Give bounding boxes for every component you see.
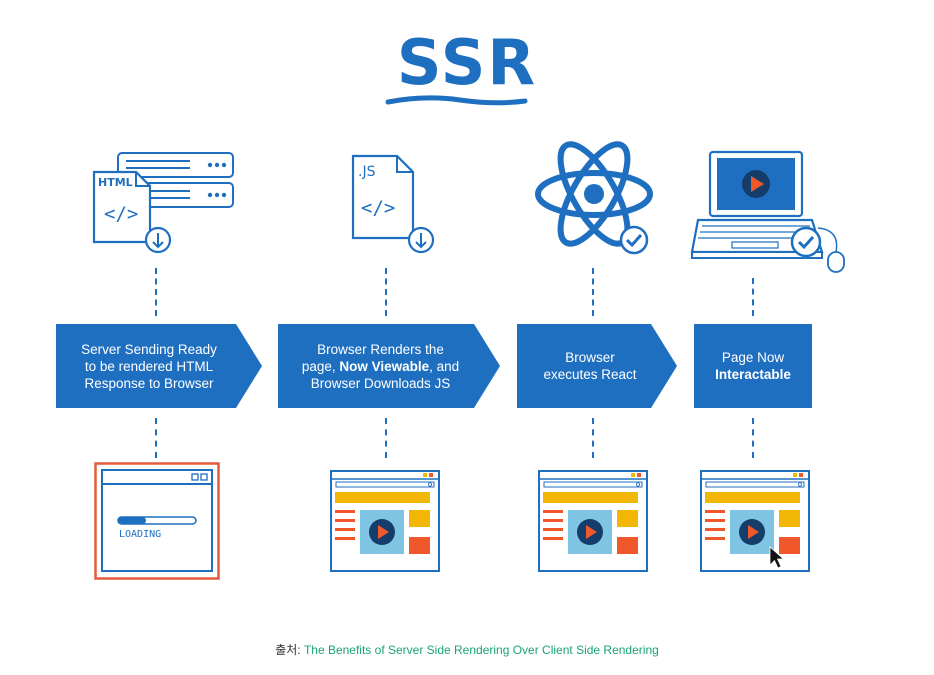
step-4-line-2-bold: Interactable [715,367,791,382]
source-link[interactable]: The Benefits of Server Side Rendering Ov… [303,643,659,657]
step-2-line-3: Browser Downloads JS [310,375,451,391]
step-4-interactable: Page Now Interactable [694,324,812,408]
connector-bottom-3 [592,418,596,458]
step-2-line-2-post: , and [429,358,460,374]
step-1-line-1: Server Sending Ready [81,341,217,357]
title-underline [385,95,528,106]
step-2-line-2-bold: Now Viewable [339,358,430,374]
step-1-line-3: Response to Browser [84,375,214,391]
laptop-icon [690,150,845,273]
code-glyph: </> [104,203,138,225]
html-file-label: HTML [98,176,133,189]
connector-bottom-4 [752,418,756,458]
step-1-line-2: to be rendered HTML [84,358,214,374]
step-2-line-2-pre: page, [301,358,340,374]
step-3-line-2: executes React [543,367,637,382]
js-file-icon: .JS </> [351,154,435,254]
step-3-executes-react: Browser executes React [517,324,677,408]
loading-text: LOADING [119,529,161,540]
rendered-page-browser-1 [330,470,440,572]
caption-prefix: 출처: [275,643,304,657]
step-3-line-1: Browser [565,350,615,365]
step-4-line-1: Page Now [721,350,785,365]
server-html-icon: HTML </> [92,152,234,254]
step-2-line-1: Browser Renders the [317,341,444,357]
mouse-cursor-icon [769,546,785,569]
connector-top-2 [385,268,389,316]
rendered-page-browser-2 [538,470,648,572]
connector-bottom-2 [385,418,389,458]
diagram-title: SSR [396,26,538,99]
step-2-browser-renders: Browser Renders the page, Now Viewable, … [278,324,500,408]
connector-top-3 [592,268,596,316]
connector-top-4 [752,278,756,316]
step-1-server-sending: Server Sending Ready to be rendered HTML… [56,324,262,408]
js-file-label: .JS [358,164,376,180]
source-caption: 출처: The Benefits of Server Side Renderin… [0,641,934,658]
react-atom-icon [535,141,653,255]
connector-bottom-1 [155,418,159,458]
code-glyph: </> [361,197,395,219]
loading-browser-window: LOADING [94,462,220,580]
connector-top-1 [155,268,159,316]
rendered-page-browser-3-interactive [700,470,810,572]
